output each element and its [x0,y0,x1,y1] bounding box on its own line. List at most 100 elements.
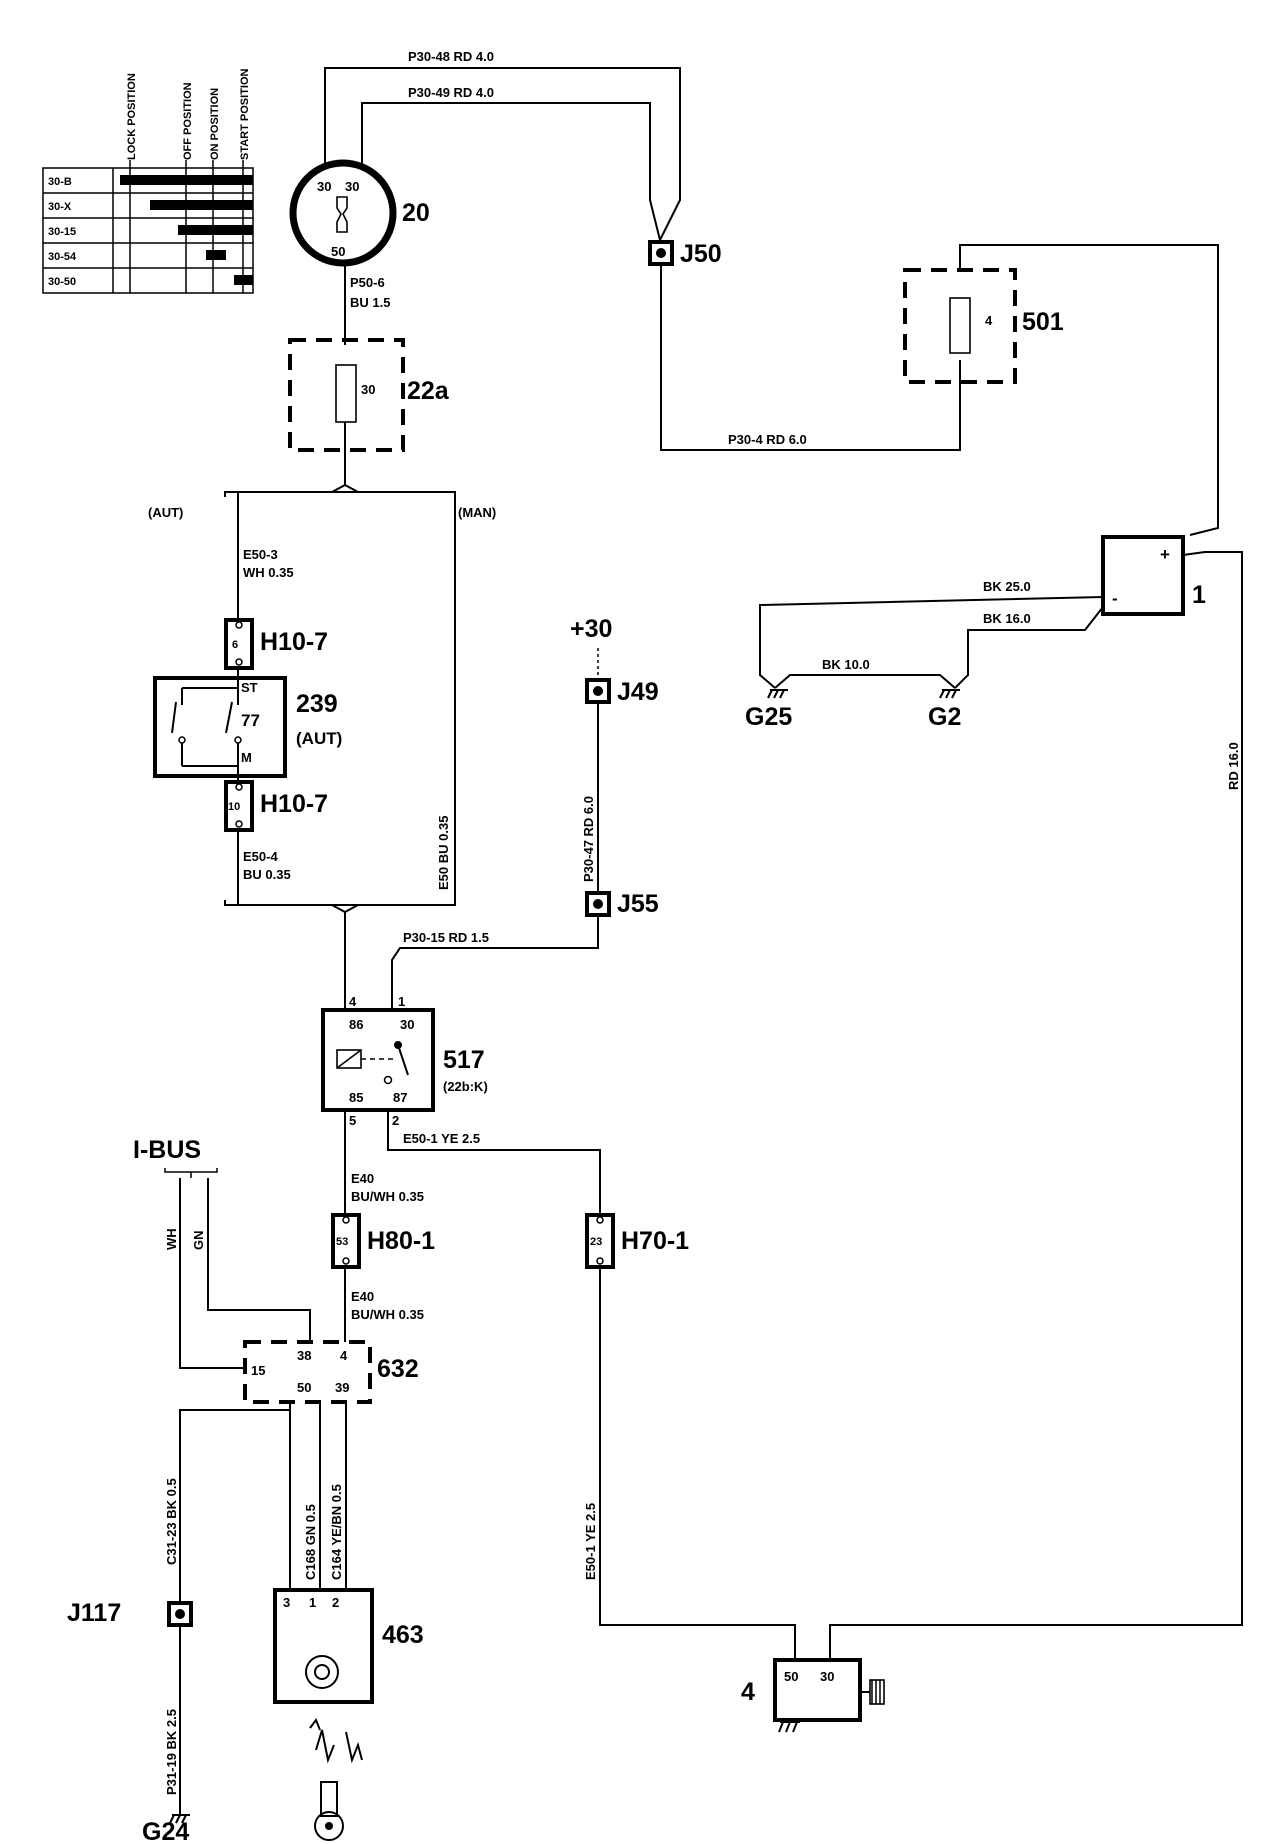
pin-label: 6 [232,639,238,651]
wire-label-p50-6: P50-6 [350,275,385,290]
pin-label: 38 [297,1348,311,1363]
wire-label-rd16: RD 16.0 [1226,742,1241,790]
wire-label-bk10: BK 10.0 [822,657,870,672]
wire-label-p30-47: P30-47 RD 6.0 [581,796,596,882]
pin-ext-label: 4 [349,994,357,1009]
pin-label: 87 [393,1090,407,1105]
pin-label: 50 [331,244,345,259]
component-463-receiver: 3 1 2 463 [273,1588,424,1704]
pin-label: 86 [349,1017,363,1032]
component-632-module: 15 38 4 50 39 632 [243,1340,419,1404]
bracket-bottom [224,900,456,906]
wire-label-e40-spec: BU/WH 0.35 [351,1189,424,1204]
component-239-switch: ST 77 M 239 (AUT) [153,676,342,778]
ground-label: G25 [745,703,792,731]
wire-bk25 [759,596,1104,689]
pin-label: 30 [361,382,375,397]
wire-label-e50-1: E50-1 YE 2.5 [403,1131,480,1146]
junction-label: J117 [67,1599,121,1627]
wire-label-bk16: BK 16.0 [983,611,1031,626]
bracket-bottom-joint [331,904,359,914]
component-sub: (22b:K) [443,1079,488,1094]
pin-label: 30 [820,1669,834,1684]
pin-ext-label: 2 [392,1113,399,1128]
junction-j50: J50 [648,240,722,268]
label-aut: (AUT) [148,505,183,520]
component-id: 4 [741,1678,755,1706]
pin-label: 30 [345,179,359,194]
wire-501-to-battery [959,244,1219,536]
position-label-on: ON POSITION [209,88,221,160]
table-row-label: 30-B [48,176,72,188]
wire-p30-48 [324,67,681,241]
table-row-label: 30-15 [48,226,76,238]
wire-label-p30-49: P30-49 RD 4.0 [408,85,494,100]
connector-h10-7-pin6: 6 H10-7 [224,618,328,670]
wire-label-bk25: BK 25.0 [983,579,1031,594]
component-4-starter: 50 30 4 [741,1658,885,1733]
ground-g25: G25 [745,689,792,731]
pin-ext-label: 1 [398,994,405,1009]
connector-h70-1: 23 H70-1 [585,1213,689,1269]
wire-p30-4 [660,264,961,451]
wire-label-e40: E40 [351,1171,374,1186]
label-ibus: I-BUS [133,1136,201,1164]
wire-label-e40-b-spec: BU/WH 0.35 [351,1307,424,1322]
pin-ext-label: 5 [349,1113,356,1128]
wire-p30-15 [391,915,599,1010]
pin-label: 50 [784,1669,798,1684]
wire-ibus-wh [179,1178,245,1369]
component-id: 632 [377,1355,419,1383]
pin-label: ST [241,680,258,695]
wire-label-p30-48: P30-48 RD 4.0 [408,49,494,64]
pin-label: 50 [297,1380,311,1395]
junction-label: J50 [680,240,722,268]
wire-bk10 [774,674,956,689]
ground-g24: G24 [142,1814,190,1844]
ground-g2: G2 [928,689,961,731]
connector-h80-1: 53 H80-1 [331,1213,435,1269]
wire-label-c31-23: C31-23 BK 0.5 [164,1478,179,1565]
pin-label: 4 [340,1348,348,1363]
receiver-icon [305,1655,339,1689]
wire-label-e50-3-spec: WH 0.35 [243,565,294,580]
connector-id: H80-1 [367,1227,435,1255]
pin-label: 4 [985,313,993,328]
component-id: 239 [296,690,338,718]
component-id: 463 [382,1621,424,1649]
pin-label: 15 [251,1363,265,1378]
pin-label: 1 [309,1595,316,1610]
ground-label: G2 [928,703,961,731]
wire-label-e50-3: E50-3 [243,547,278,562]
signal-arrows-icon [309,1717,363,1764]
pin-label: 53 [336,1236,348,1248]
wire-e50-1-vertical [599,1267,796,1660]
junction-j117: J117 [67,1599,193,1627]
pin-label: 39 [335,1380,349,1395]
bracket-top-joint [331,483,359,493]
wire-label-e40-b: E40 [351,1289,374,1304]
pin-label: 3 [283,1595,290,1610]
component-1-battery: + - 1 [1101,535,1206,616]
junction-label: J49 [617,678,659,706]
pin-label: 23 [590,1236,602,1248]
wire-c31-23 [179,1402,291,1603]
wire-bk16 [954,606,1104,689]
key-fob-icon [314,1781,344,1841]
wire-label-p30-4: P30-4 RD 6.0 [728,432,807,447]
position-label-lock: LOCK POSITION [126,73,138,160]
component-id: 20 [402,199,430,227]
wire-label-gn: GN [191,1231,206,1251]
wire-label-p30-15: P30-15 RD 1.5 [403,930,489,945]
component-id: 22a [407,377,450,405]
ibus-bracket [164,1168,218,1173]
connector-id: H10-7 [260,790,328,818]
battery-minus: - [1112,589,1118,608]
pin-label: 30 [400,1017,414,1032]
junction-j49: J49 [585,678,659,706]
connector-id: H10-7 [260,628,328,656]
position-label-start: START POSITION [239,68,251,160]
connector-id: H70-1 [621,1227,689,1255]
bracket-top [224,491,456,497]
